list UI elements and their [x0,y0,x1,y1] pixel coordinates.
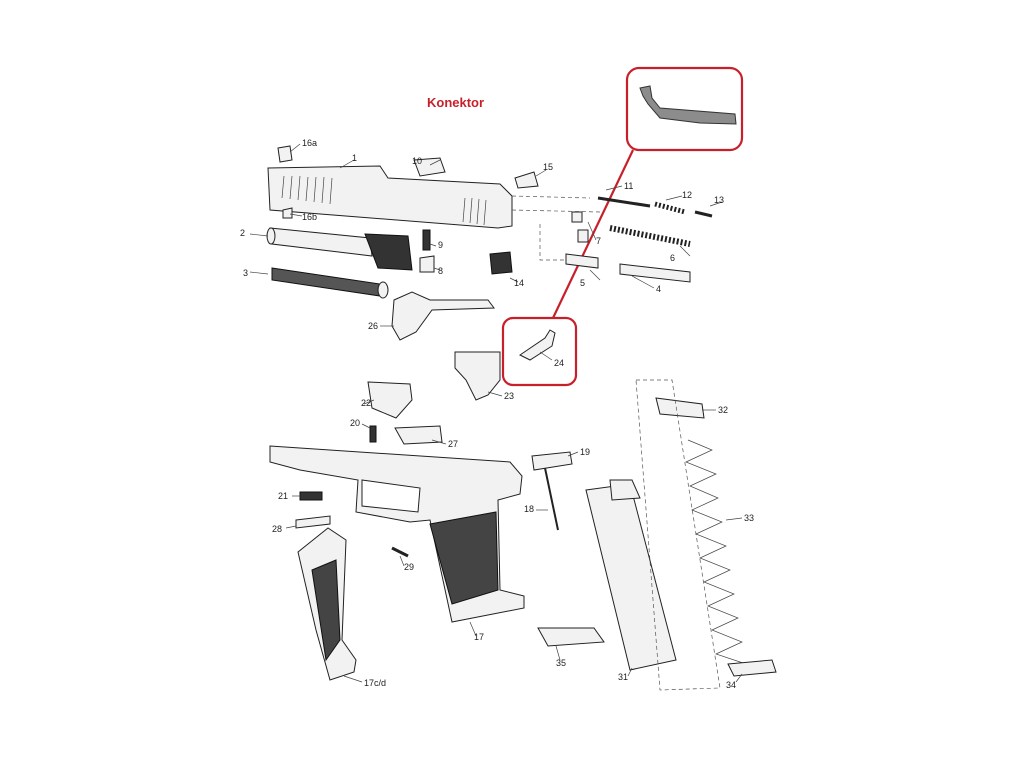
label-1: 1 [352,153,357,163]
frame-part [269,445,525,623]
label-15: 15 [543,162,553,172]
part-10 [413,157,446,177]
label-12: 12 [682,190,692,200]
part-6 [609,225,691,247]
label-3: 3 [243,268,248,278]
connector-part [519,329,556,361]
part-29 [391,546,409,558]
label-18: 18 [524,504,534,514]
part-16a [277,145,293,163]
label-32: 32 [718,405,728,415]
diagram-title: Konektor [427,95,485,110]
part-21 [299,491,323,501]
part-19 [531,451,573,471]
label-13: 13 [714,195,724,205]
label-9: 9 [438,240,443,250]
label-7: 7 [596,236,601,246]
part-18 [544,467,559,531]
part-14 [489,251,513,275]
part-13 [694,210,713,218]
part-20 [369,425,377,443]
label-29: 29 [404,562,414,572]
label-24: 24 [554,358,564,368]
part-7a [571,211,583,223]
part-16b [282,207,293,219]
barrel-part [266,227,413,271]
part-33 [685,439,747,665]
label-28: 28 [272,524,282,534]
label-6: 6 [670,253,675,263]
connector-zoom-box [625,66,744,152]
part-9 [422,229,431,251]
part-8 [419,255,435,273]
connector-detail-icon [639,85,737,125]
label-22: 22 [361,398,371,408]
label-11: 11 [624,181,633,191]
label-35: 35 [556,658,566,668]
label-4: 4 [656,284,661,294]
label-34: 34 [726,680,736,690]
part-28 [295,515,331,529]
label-26: 26 [368,321,378,331]
label-31: 31 [618,672,628,682]
label-16b: 16b [302,212,317,222]
part-4 [619,263,691,283]
part-7b [577,229,589,243]
label-5: 5 [580,278,585,288]
label-10: 10 [412,156,422,166]
part-5 [565,253,599,269]
part-12 [654,201,686,215]
label-2: 2 [240,228,245,238]
label-17: 17 [474,632,484,642]
label-27: 27 [448,439,458,449]
part-35 [537,627,605,647]
label-20: 20 [350,418,360,428]
part-22 [367,381,413,419]
part-11 [597,196,651,208]
part-34 [727,659,777,677]
part-15 [514,171,539,189]
label-8: 8 [438,266,443,276]
part-23 [454,351,501,401]
part-32 [655,397,705,419]
part-26 [391,291,495,341]
part-27 [394,425,443,445]
label-17cd: 17c/d [364,678,386,688]
label-23: 23 [504,391,514,401]
recoil-spring-part [271,267,389,299]
label-21: 21 [278,491,288,501]
label-33: 33 [744,513,754,523]
label-16a: 16a [302,138,317,148]
label-14: 14 [514,278,524,288]
part-24-highlight [501,316,578,387]
label-19: 19 [580,447,590,457]
